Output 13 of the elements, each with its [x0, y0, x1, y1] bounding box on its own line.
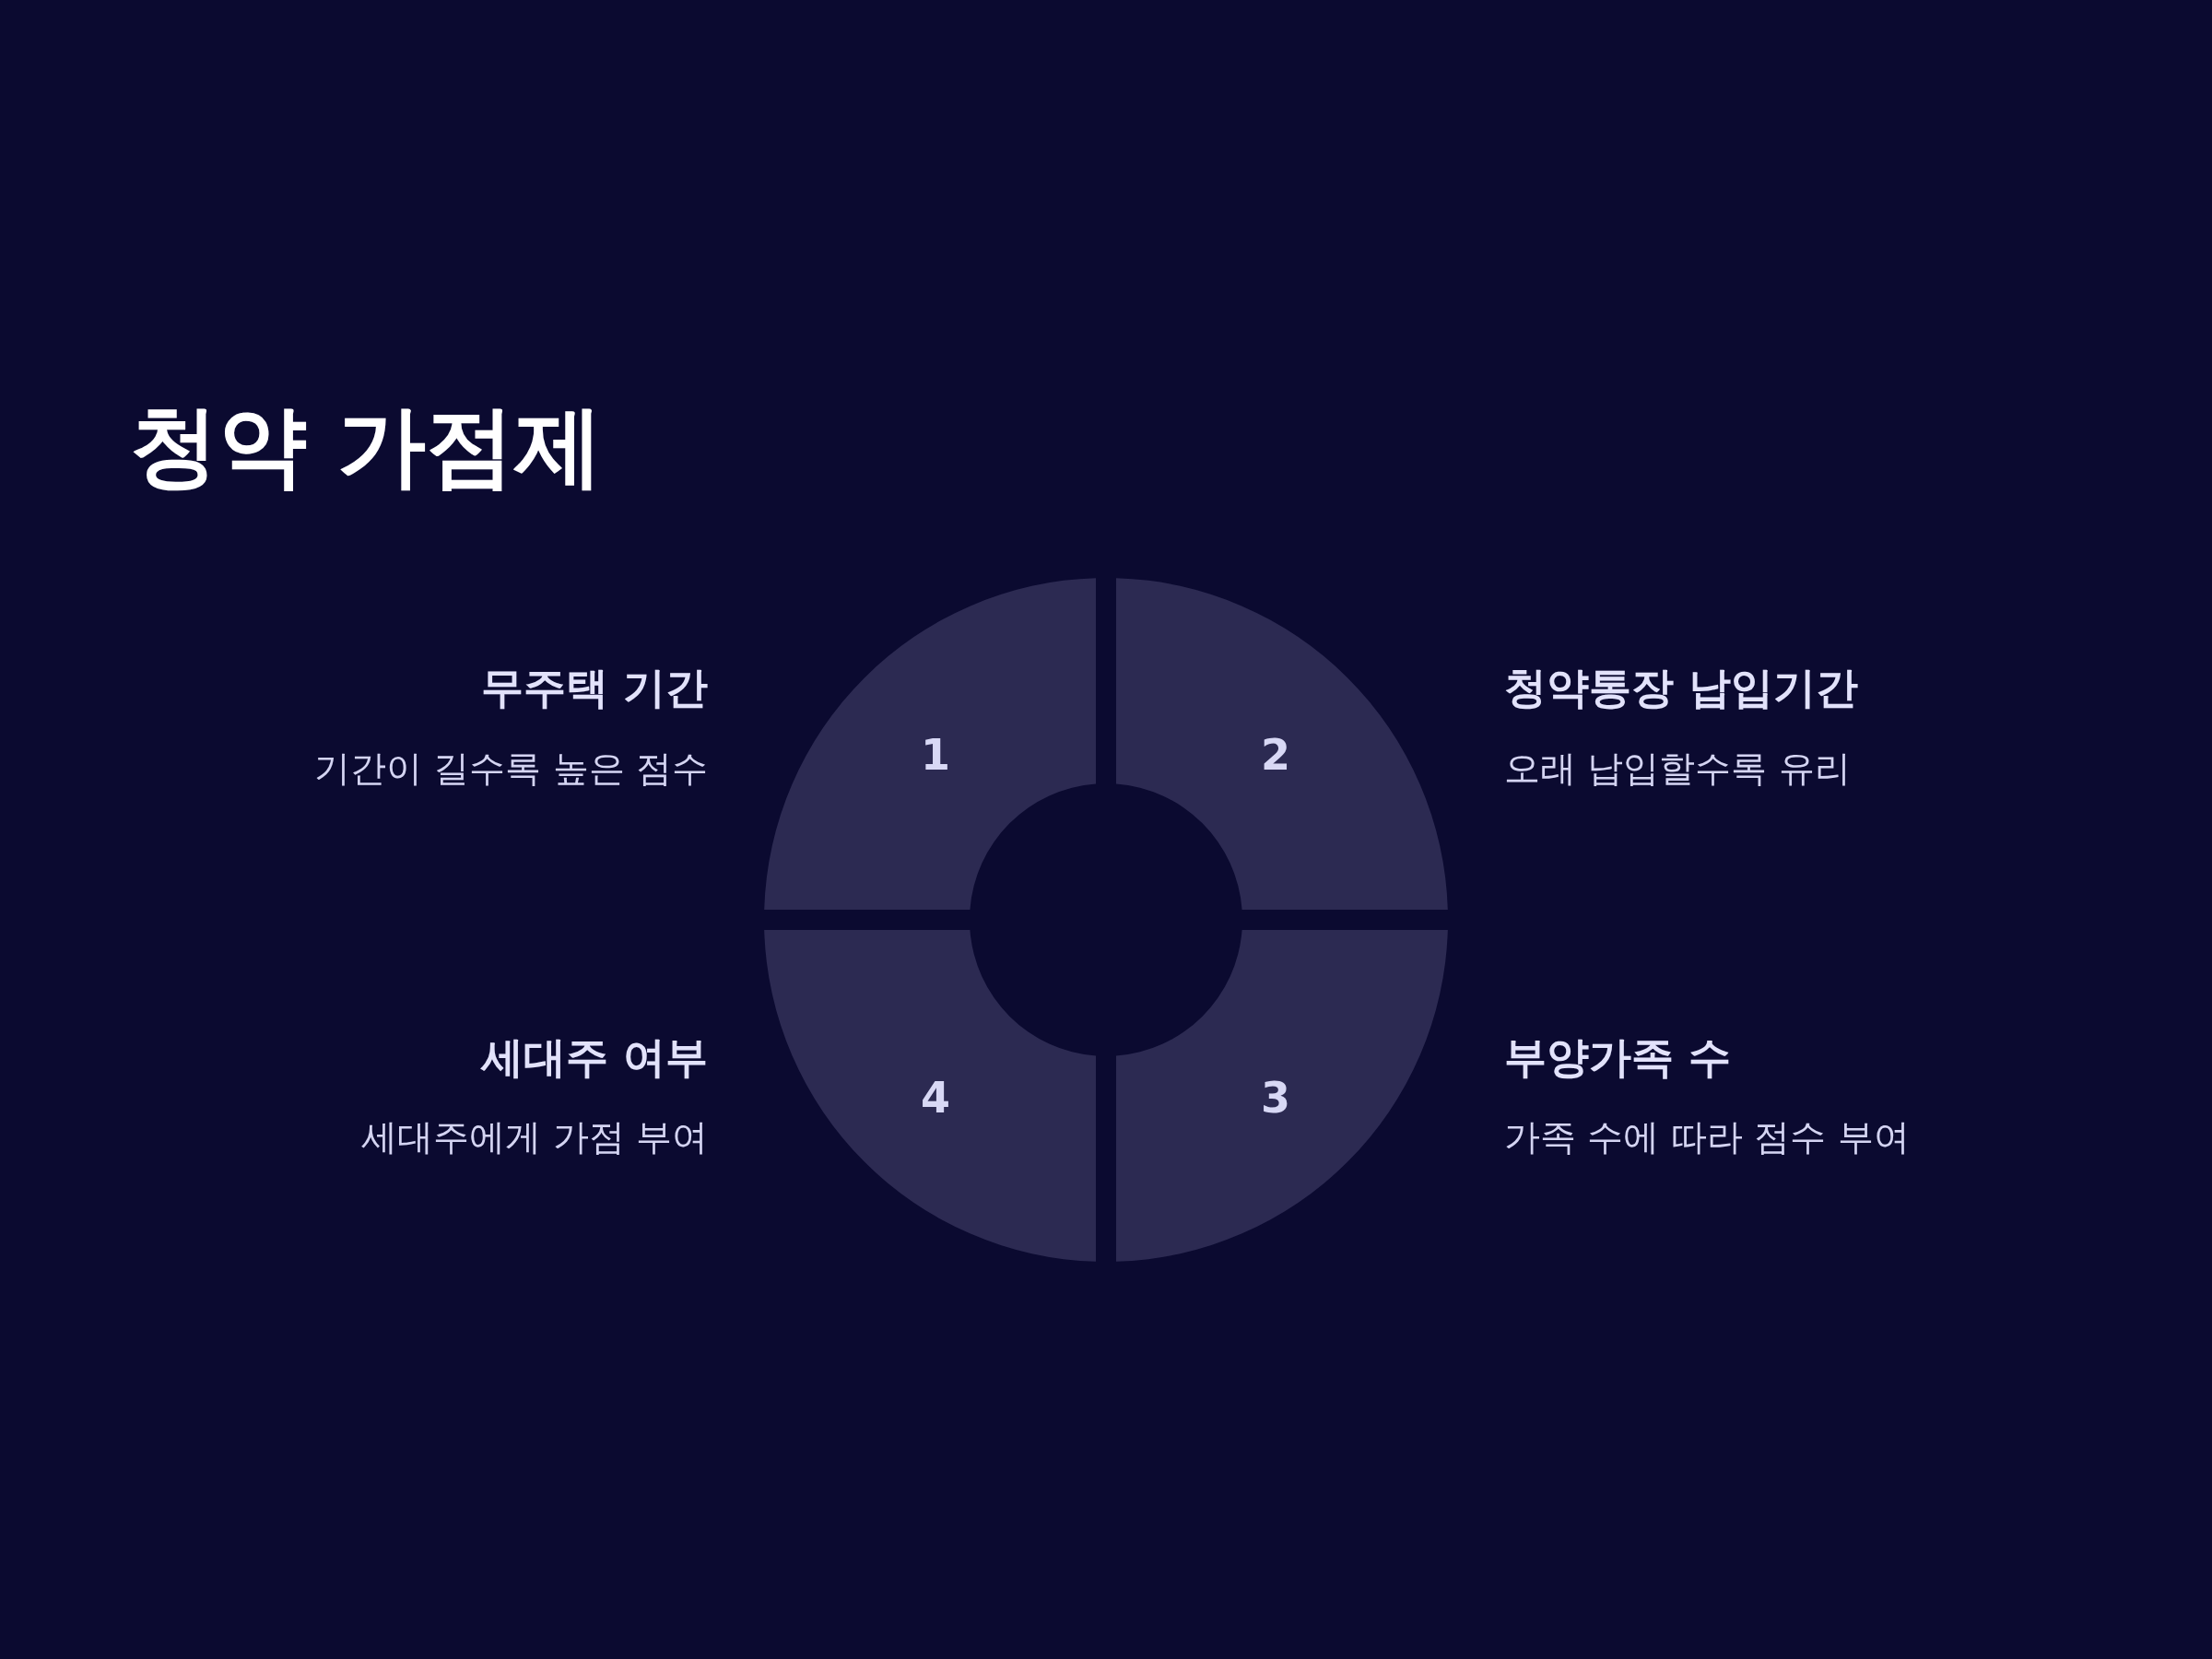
segment-number: 4 — [921, 1073, 950, 1123]
item-heading: 무주택 기간 — [481, 662, 708, 714]
segment-number: 1 — [921, 730, 950, 780]
title: 청약 가점제 — [130, 394, 604, 500]
item-heading: 청약통장 납입기간 — [1504, 662, 1858, 714]
segment-number: 2 — [1261, 730, 1290, 780]
item-description: 세대주에게 가점 부여 — [361, 1115, 708, 1159]
item-heading: 세대주 여부 — [481, 1031, 708, 1084]
item-description: 기간이 길수록 높은 점수 — [313, 747, 708, 791]
item-description: 가족 수에 따라 점수 부여 — [1504, 1115, 1910, 1159]
item-description: 오래 납입할수록 유리 — [1504, 747, 1851, 791]
segment-number: 3 — [1261, 1073, 1290, 1123]
item-heading: 부양가족 수 — [1504, 1031, 1731, 1084]
